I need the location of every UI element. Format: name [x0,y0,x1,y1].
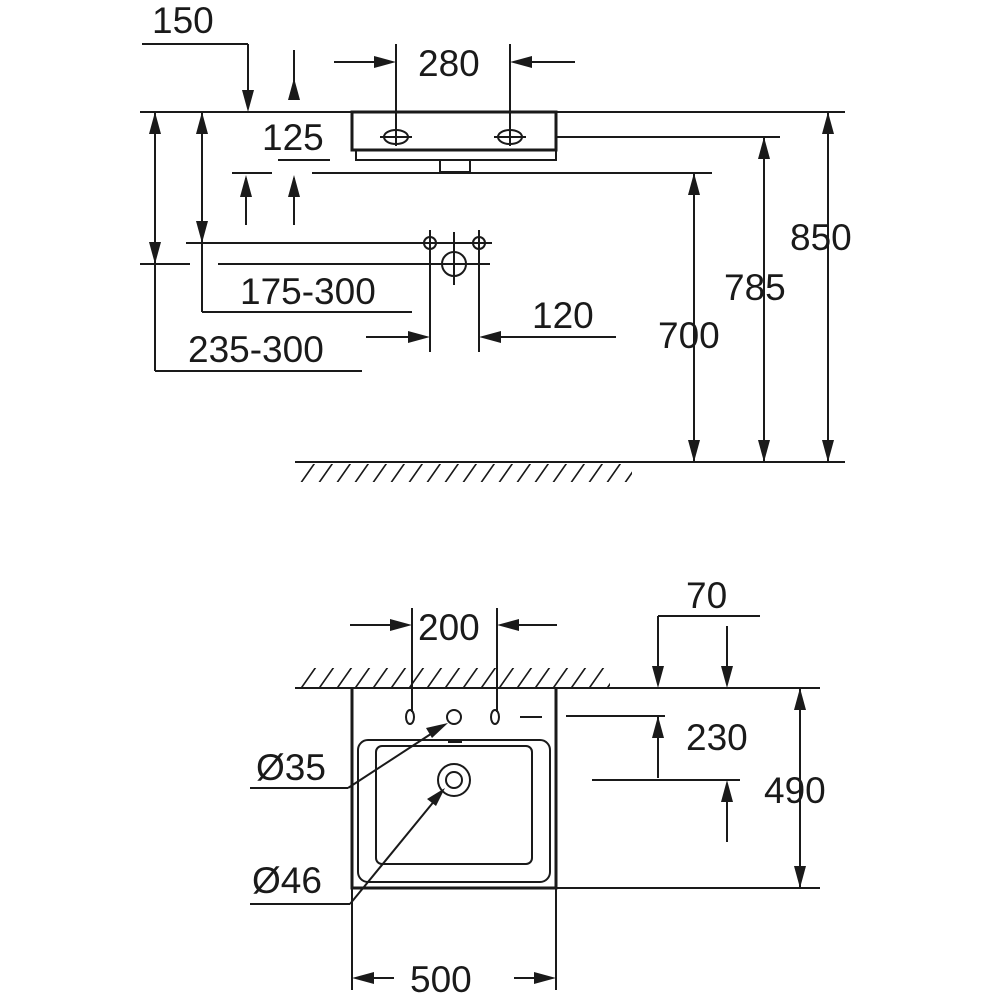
dim-490-label: 490 [764,770,826,811]
tap-hole-left-icon [380,128,412,146]
dim-280-label: 280 [418,43,480,84]
top-view: 200 70 230 490 [250,575,826,1000]
dim-230: 230 [566,715,748,842]
dim-70: 70 [652,575,760,688]
dim-125-label: 125 [262,117,324,158]
dim-700-label: 700 [658,315,720,356]
dim-175-300-label: 175-300 [240,271,376,312]
dim-120: 120 [366,295,616,343]
dim-280: 280 [334,43,575,128]
tap-hole-top-left-icon [405,709,415,725]
dim-150: 150 [142,0,300,112]
dim-dia35: Ø35 [250,723,448,789]
dim-70-label: 70 [686,575,727,616]
connection-points [140,230,492,352]
side-view: 150 280 125 [140,0,852,482]
dim-dia35-label: Ø35 [256,747,326,788]
dim-125: 125 [232,117,712,225]
dim-850: 850 [790,112,852,462]
dim-490: 490 [556,688,826,889]
dim-235-300: 235-300 [149,112,362,372]
dim-785-label: 785 [724,267,786,308]
dim-175-300: 175-300 [196,112,412,313]
dim-700: 700 [658,173,720,462]
wall-hatch [295,668,820,689]
basin-top-outline [350,688,558,890]
drain-icon [437,763,471,797]
tap-hole-right-icon [494,128,526,146]
floor-hatch [295,461,845,482]
dim-dia46: Ø46 [250,788,445,905]
tap-hole-center-icon [446,709,462,725]
dim-850-label: 850 [790,217,852,258]
dim-785: 785 [556,136,786,462]
dim-150-label: 150 [152,0,214,41]
dim-500-label: 500 [410,959,472,1000]
dim-235-300-label: 235-300 [188,329,324,370]
tap-hole-top-right-icon [490,709,500,725]
dim-200-label: 200 [418,607,480,648]
basin-side-profile [350,110,558,173]
dim-120-label: 120 [532,295,594,336]
dim-500: 500 [351,888,557,1000]
dim-230-label: 230 [686,717,748,758]
dim-dia46-label: Ø46 [252,860,322,901]
dim-200: 200 [350,607,557,712]
